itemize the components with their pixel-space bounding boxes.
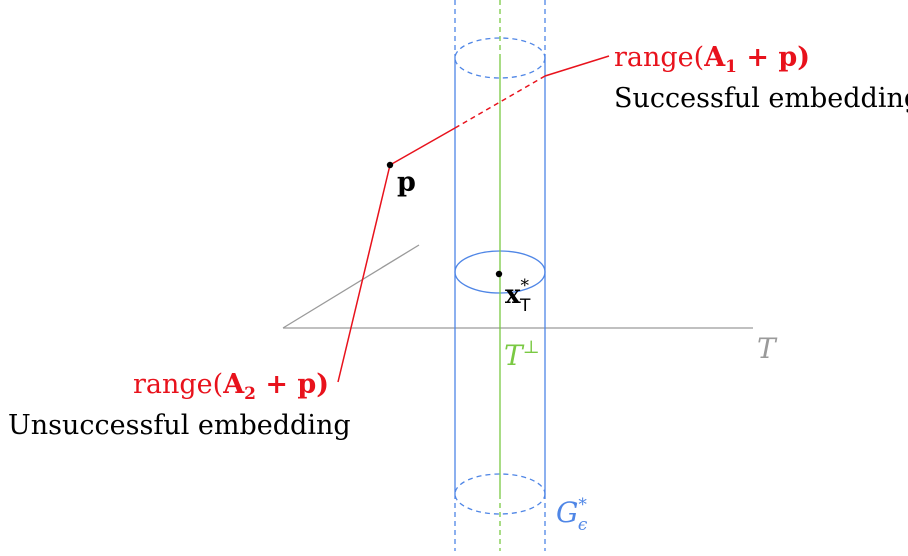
label-p: p — [397, 167, 416, 198]
label-range-A2: range(A2 + p) — [133, 369, 329, 404]
point-p — [386, 161, 394, 169]
point-xstar — [495, 270, 503, 278]
label-T-perp: T⊥ — [504, 337, 540, 372]
label-G-eps: G*ϵ — [556, 495, 588, 535]
cylinder-top-ellipse — [454, 37, 546, 79]
cylinder-bottom-ellipse — [454, 473, 546, 515]
label-range-A1: range(A1 + p) — [614, 42, 810, 77]
range-A1-line-solid — [389, 127, 456, 166]
label-unsuccessful-embedding: Unsuccessful embedding — [8, 410, 351, 441]
label-successful-embedding: Successful embedding — [614, 83, 908, 114]
plane-T-side-edge — [282, 244, 420, 329]
range-A1-line-outer — [544, 55, 610, 77]
label-T: T — [757, 332, 778, 365]
range-A2-line — [337, 164, 391, 383]
label-xstar: x*T — [505, 276, 531, 316]
